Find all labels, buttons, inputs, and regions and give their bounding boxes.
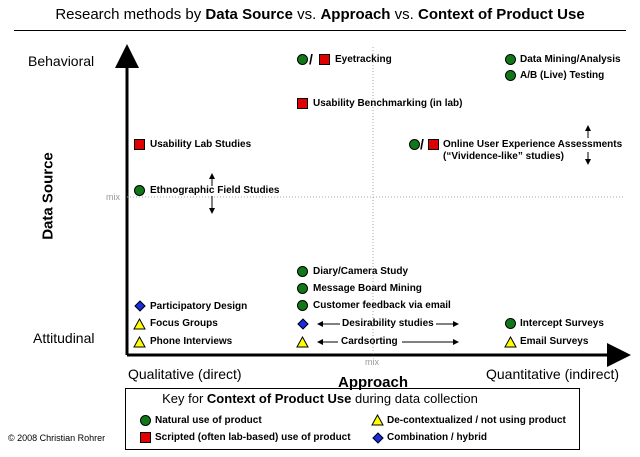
decontextualized-icon (133, 318, 146, 330)
scripted-icon (319, 54, 330, 65)
method-intercept: Intercept Surveys (520, 318, 604, 329)
decontextualized-icon (371, 414, 384, 426)
legend-title: Key for Context of Product Use during da… (0, 391, 640, 406)
method-online-ux: Online User Experience Assessments (443, 139, 623, 150)
decontextualized-icon (296, 336, 309, 348)
x-axis-title: Approach (337, 374, 409, 391)
method-ab-testing: A/B (Live) Testing (520, 70, 605, 81)
scripted-icon (134, 139, 145, 150)
natural-icon (134, 185, 145, 196)
y-mix-label: mix (106, 192, 120, 202)
title-vs1: vs. (292, 6, 321, 23)
method-data-mining: Data Mining/Analysis (520, 54, 621, 65)
decontextualized-icon (504, 336, 517, 348)
natural-icon (505, 318, 516, 329)
method-online-ux-sub: (“Vividence-like” studies) (443, 151, 564, 162)
method-cardsorting: Cardsorting (341, 336, 398, 347)
x-mix-label: mix (365, 357, 379, 367)
slash-separator: / (309, 51, 313, 67)
legend-combination: Combination / hybrid (387, 432, 487, 443)
scripted-icon (140, 432, 151, 443)
title-data-source: Data Source (205, 6, 293, 23)
method-focus-groups: Focus Groups (150, 318, 218, 329)
title-context: Context of Product Use (417, 6, 585, 23)
scripted-icon (428, 139, 439, 150)
natural-icon (297, 283, 308, 294)
method-usability-lab: Usability Lab Studies (150, 139, 252, 150)
method-eyetracking: Eyetracking (335, 54, 392, 65)
method-usability-benchmarking: Usability Benchmarking (in lab) (313, 98, 463, 109)
y-bottom-label: Attitudinal (33, 330, 95, 346)
title-vs2: vs. (390, 6, 418, 23)
legend-decontextualized: De-contextualized / not using product (387, 415, 566, 426)
y-top-label: Behavioral (28, 53, 95, 69)
method-desirability: Desirability studies (342, 318, 434, 329)
y-axis-title: Data Source (39, 152, 57, 240)
legend-box (125, 388, 580, 450)
legend-title-bold: Context of Product Use (206, 391, 352, 406)
natural-icon (297, 300, 308, 311)
legend-scripted: Scripted (often lab-based) use of produc… (155, 432, 351, 443)
natural-icon (140, 415, 151, 426)
method-ethnographic: Ethnographic Field Studies (150, 185, 280, 196)
method-message-board: Message Board Mining (313, 283, 422, 294)
x-left-label: Qualitative (direct) (128, 366, 242, 382)
method-participatory: Participatory Design (150, 301, 248, 312)
slash-separator: / (420, 136, 424, 152)
method-diary: Diary/Camera Study (313, 266, 409, 277)
x-right-label: Quantitative (indirect) (486, 366, 620, 382)
method-email-surveys: Email Surveys (520, 336, 589, 347)
legend-title-suffix: during data collection (351, 391, 478, 406)
decontextualized-icon (133, 336, 146, 348)
method-phone-interviews: Phone Interviews (150, 336, 233, 347)
natural-icon (297, 54, 308, 65)
method-customer-feedback: Customer feedback via email (313, 300, 451, 311)
title-approach: Approach (320, 6, 391, 23)
chart-title: Research methods by Data Source vs. Appr… (0, 0, 640, 30)
legend-title-prefix: Key for (162, 391, 207, 406)
legend-natural: Natural use of product (155, 415, 262, 426)
copyright: © 2008 Christian Rohrer (8, 433, 106, 443)
natural-icon (505, 70, 516, 81)
natural-icon (297, 266, 308, 277)
title-part1: Research methods by (55, 6, 206, 23)
scripted-icon (297, 98, 308, 109)
natural-icon (409, 139, 420, 150)
title-underline (14, 30, 626, 31)
natural-icon (505, 54, 516, 65)
